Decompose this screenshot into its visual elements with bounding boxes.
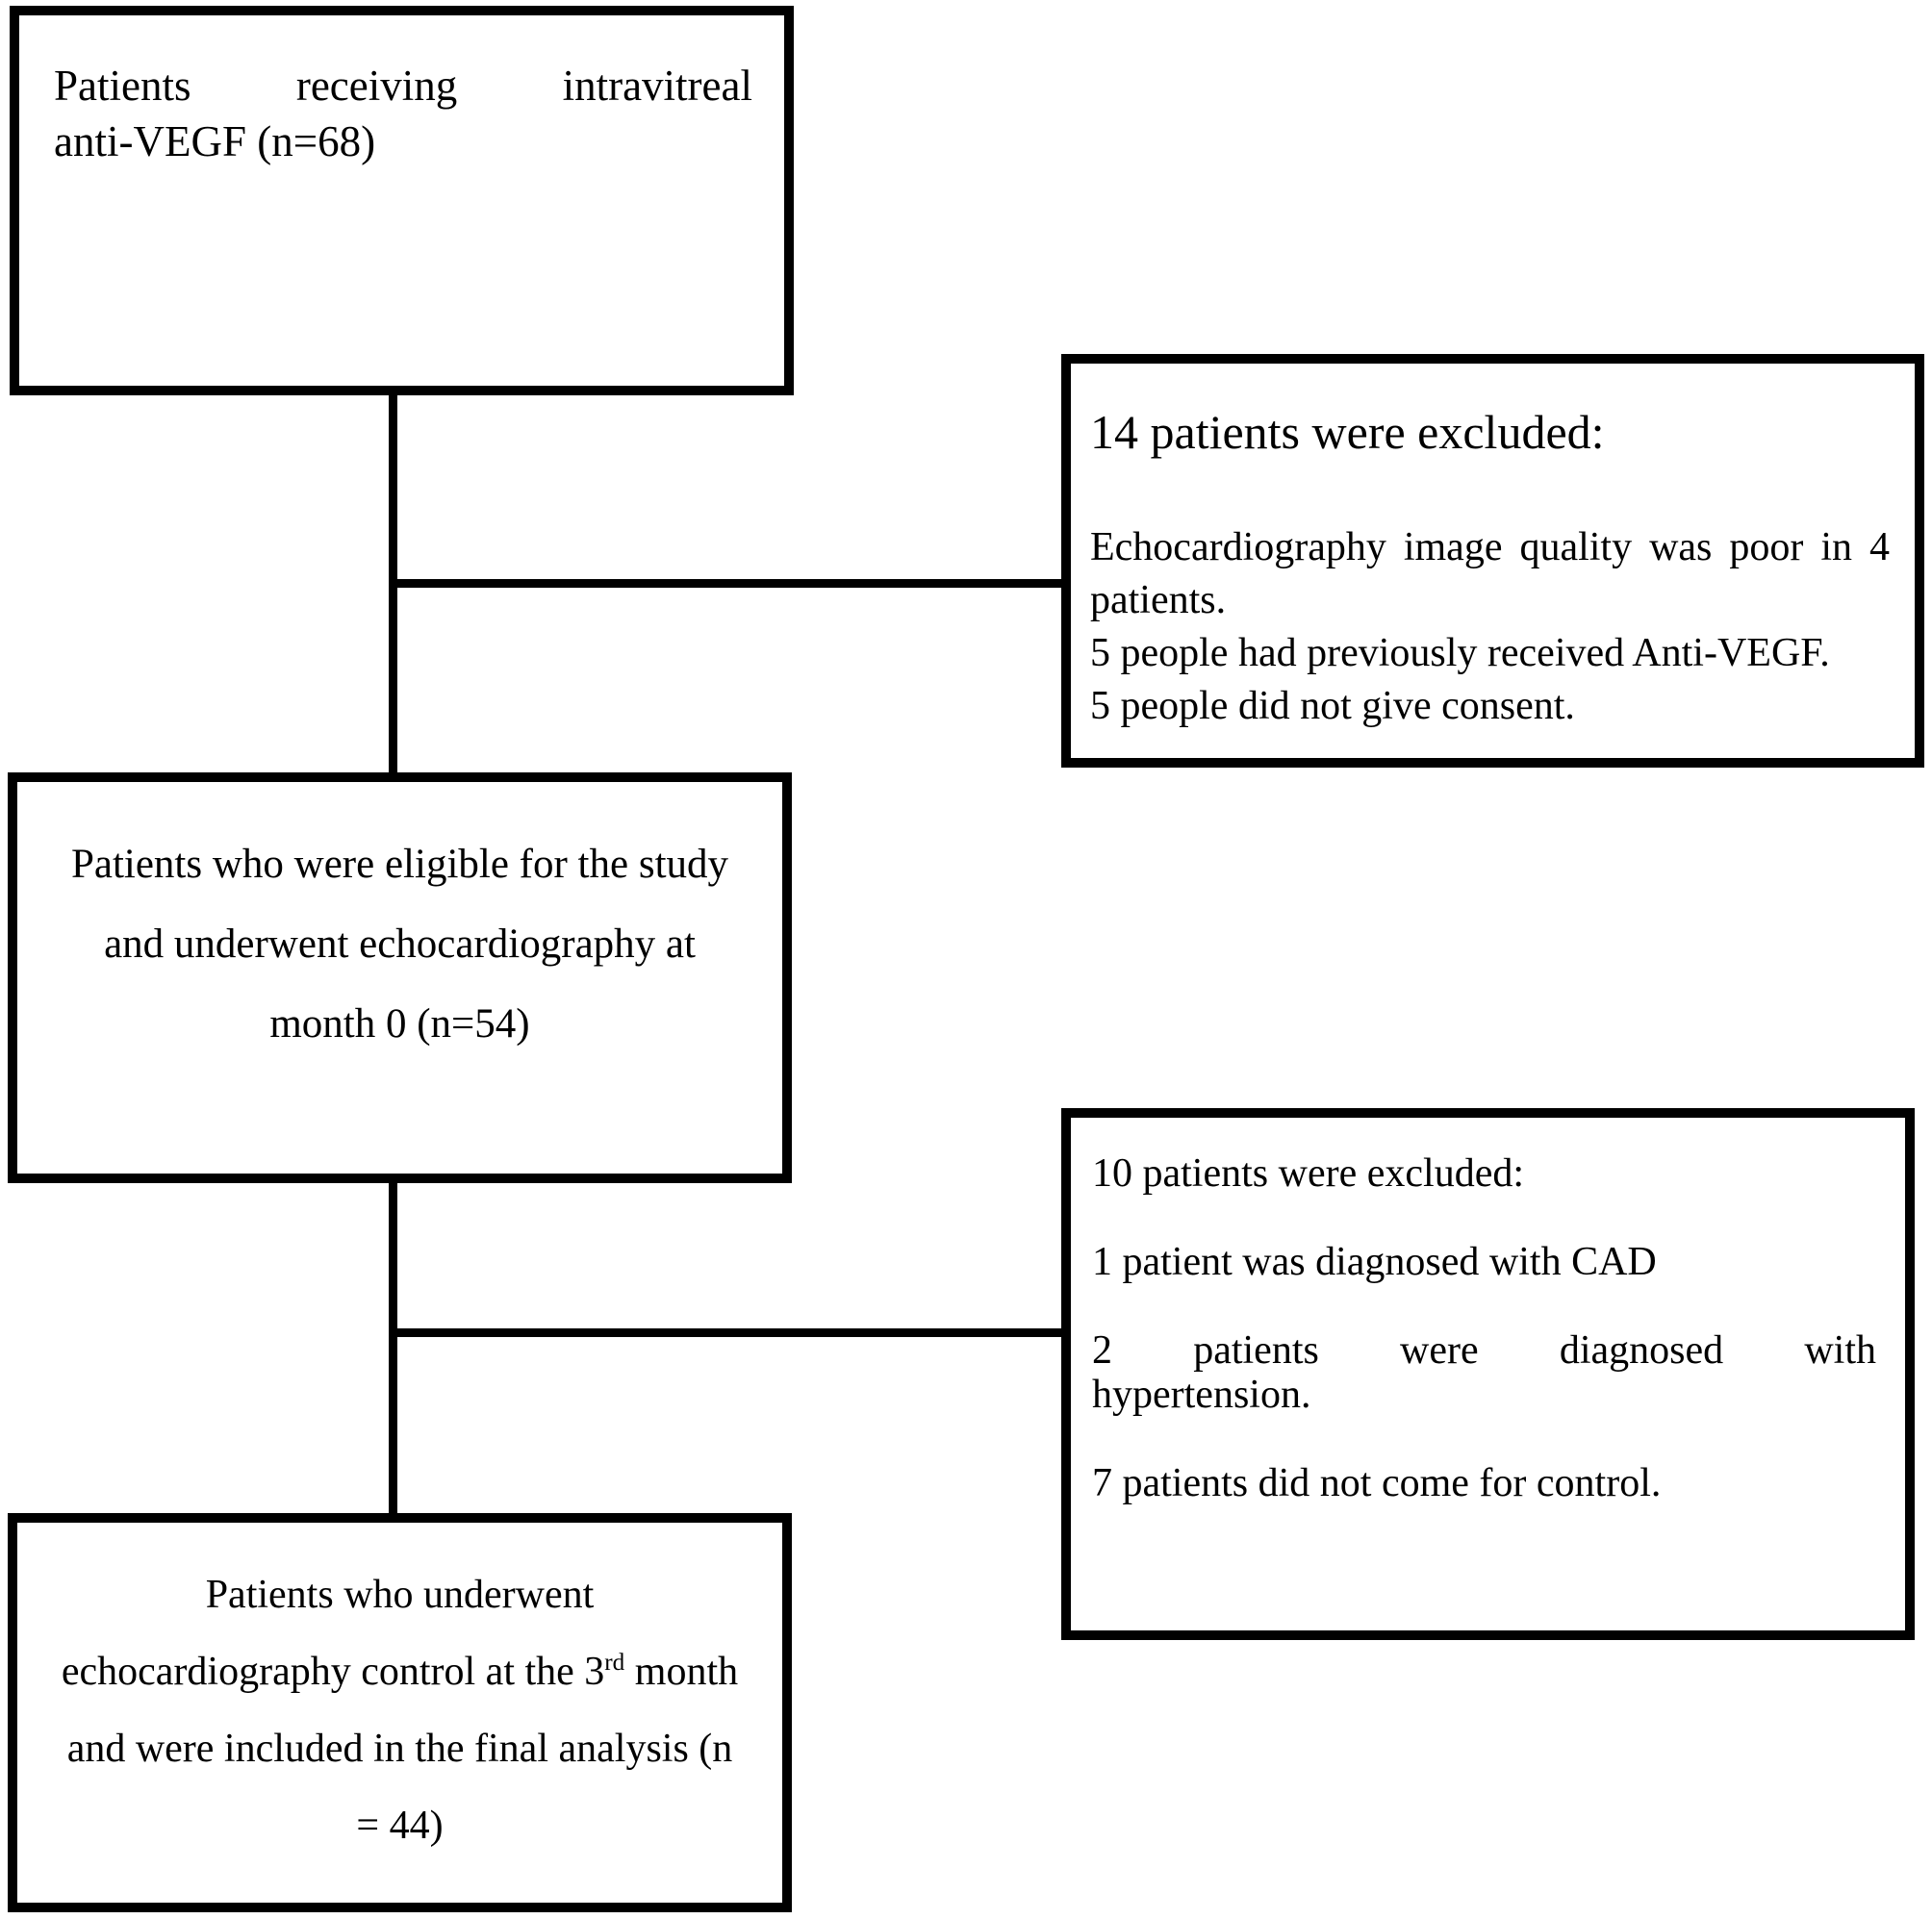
box-excluded-first: 14 patients were excluded: Echocardiogra… (1061, 354, 1924, 768)
box-final-line2-post: month (624, 1650, 739, 1694)
box-excluded-first-line2: patients. (1090, 578, 1227, 622)
box-excluded-first-line3: 5 people had previously received Anti-VE… (1090, 631, 1830, 675)
box-excluded-second-heading: 10 patients were excluded: (1092, 1151, 1524, 1196)
box-enrolled: Patients receiving intravitreal anti-VEG… (10, 6, 794, 395)
box-final-analysis: Patients who underwent echocardiography … (8, 1513, 792, 1912)
box-excluded-second-line3: hypertension. (1092, 1373, 1311, 1417)
box-eligible-line1: Patients who were eligible for the study (70, 842, 729, 887)
connector-branch-to-excluded-second (394, 1328, 1061, 1337)
box-enrolled-line2: anti-VEGF (n=68) (54, 117, 376, 165)
box-final-line3: and were included in the final analysis … (66, 1727, 733, 1771)
box-excluded-first-heading: 14 patients were excluded: (1090, 405, 1605, 459)
box-excluded-second-line2: 2 patients were diagnosed with (1092, 1328, 1876, 1373)
box-final-line1: Patients who underwent (205, 1573, 595, 1617)
box-final-line2-superscript: rd (604, 1650, 625, 1676)
box-final-line2: echocardiography control at the 3rd mont… (37, 1633, 763, 1710)
box-excluded-first-line1: Echocardiography image quality was poor … (1090, 525, 1890, 569)
connector-branch-to-excluded-first (394, 579, 1061, 588)
connector-eligible-to-final (389, 1182, 397, 1514)
box-final-line2-pre: echocardiography control at the 3 (61, 1650, 605, 1694)
box-enrolled-line1: Patients receiving intravitreal (54, 62, 752, 110)
box-eligible: Patients who were eligible for the study… (8, 772, 792, 1183)
box-excluded-second: 10 patients were excluded: 1 patient was… (1061, 1108, 1915, 1640)
connector-enrolled-to-eligible (389, 394, 397, 773)
box-excluded-first-line4: 5 people did not give consent. (1090, 684, 1575, 728)
box-excluded-second-line4: 7 patients did not come for control. (1092, 1461, 1662, 1505)
box-eligible-line3: month 0 (n=54) (269, 1001, 530, 1047)
box-eligible-line2: and underwent echocardiography at (104, 922, 696, 967)
box-final-line4: = 44) (356, 1804, 444, 1848)
box-excluded-second-line1: 1 patient was diagnosed with CAD (1092, 1240, 1657, 1284)
